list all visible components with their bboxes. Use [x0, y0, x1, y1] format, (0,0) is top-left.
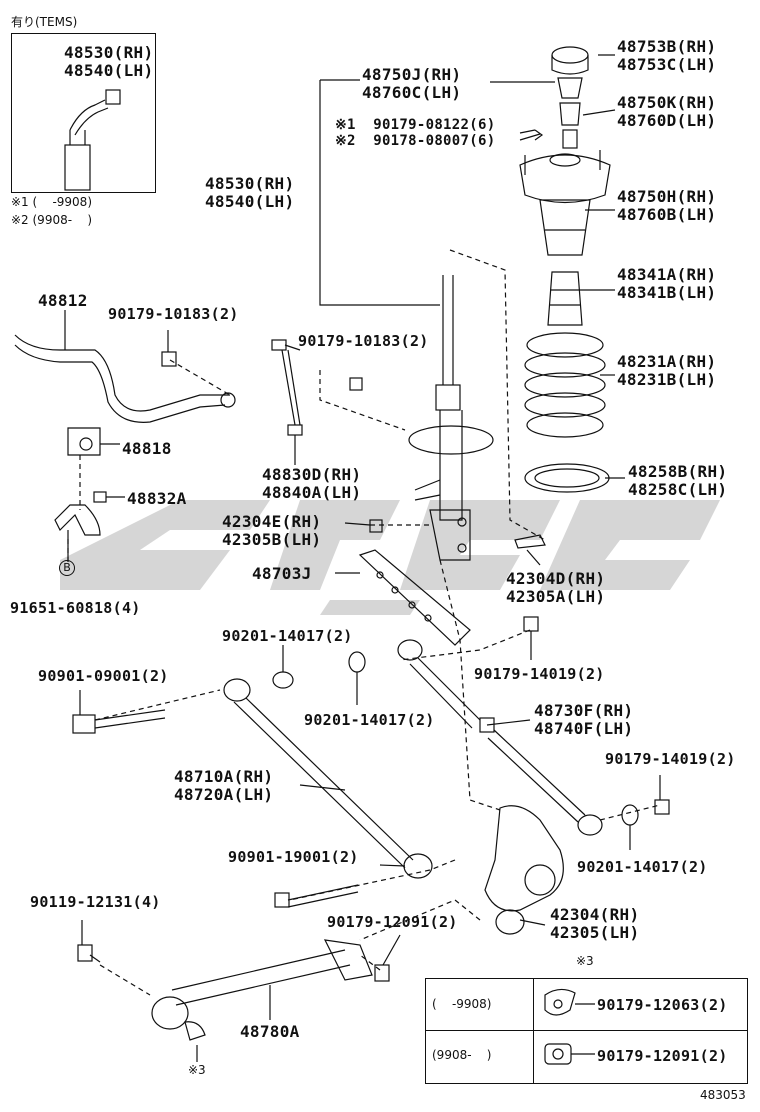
label-48231b: 48231B(LH): [617, 370, 717, 389]
label-48710a: 48710A(RH): [174, 767, 274, 786]
variant-table-vdivider: [533, 978, 535, 1084]
label-48830d: 48830D(RH): [262, 465, 362, 484]
label-48750k: 48750K(RH): [617, 93, 717, 112]
inset-note-1: ※1 ( -9908): [11, 195, 92, 209]
label-48231a: 48231A(RH): [617, 352, 717, 371]
label-91651: 91651-60818(4): [10, 599, 141, 617]
label-48818: 48818: [122, 439, 172, 458]
label-42305a: 42305A(LH): [506, 587, 606, 606]
label-90901-09001: 90901-09001(2): [38, 667, 169, 685]
inset-note-2: ※2 (9908- ): [11, 213, 92, 227]
label-48760d: 48760D(LH): [617, 111, 717, 130]
note-3-mark: ※3: [576, 954, 594, 968]
label-48740f: 48740F(LH): [534, 719, 634, 738]
label-42304d: 42304D(RH): [506, 569, 606, 588]
note-3-bottom: ※3: [188, 1063, 206, 1077]
label-48753: 48753B(RH): [617, 37, 717, 56]
bolt-b-marker: B: [59, 560, 75, 576]
variant-table-hdivider: [425, 1030, 748, 1032]
label-48341a: 48341A(RH): [617, 265, 717, 284]
variant-row-1-range: ( -9908): [432, 997, 492, 1011]
label-90179-10183-a: 90179-10183(2): [108, 305, 239, 323]
label-48812: 48812: [38, 291, 88, 310]
label-48753-lh: 48753C(LH): [617, 55, 717, 74]
diagram-id: 483053: [700, 1088, 746, 1102]
line-art: [14, 46, 670, 1062]
label-90201-c: 90201-14017(2): [577, 858, 708, 876]
label-48530: 48530(RH): [205, 174, 295, 193]
variant-row-1-part: 90179-12063(2): [597, 996, 728, 1014]
label-48760b: 48760B(LH): [617, 205, 717, 224]
inset-title: 有り(TEMS): [11, 15, 78, 29]
label-90201-a: 90201-14017(2): [222, 627, 353, 645]
label-90179-10183-b: 90179-10183(2): [298, 332, 429, 350]
label-42305b: 42305B(LH): [222, 530, 322, 549]
label-90179-14019-b: 90179-14019(2): [605, 750, 736, 768]
variant-row-2-range: (9908- ): [432, 1048, 492, 1062]
label-48258c: 48258C(LH): [628, 480, 728, 499]
label-48750j: 48750J(RH): [362, 65, 462, 84]
inset-part-lh: 48540(LH): [64, 61, 154, 80]
variant-row-2-part: 90179-12091(2): [597, 1047, 728, 1065]
label-nut-2: ※2 90178-08007(6): [335, 133, 496, 149]
label-48703j: 48703J: [252, 564, 312, 583]
label-42304e: 42304E(RH): [222, 512, 322, 531]
label-90119: 90119-12131(4): [30, 893, 161, 911]
label-48341b: 48341B(LH): [617, 283, 717, 302]
label-42305: 42305(LH): [550, 923, 640, 942]
label-48540: 48540(LH): [205, 192, 295, 211]
label-48730f: 48730F(RH): [534, 701, 634, 720]
watermark-logo: [60, 500, 720, 615]
label-48760c: 48760C(LH): [362, 83, 462, 102]
label-48832a: 48832A: [127, 489, 187, 508]
inset-part-rh: 48530(RH): [64, 43, 154, 62]
label-48258b: 48258B(RH): [628, 462, 728, 481]
label-90201-b: 90201-14017(2): [304, 711, 435, 729]
inset-box: [11, 33, 156, 193]
label-90901-19001: 90901-19001(2): [228, 848, 359, 866]
label-nut-1: ※1 90179-08122(6): [335, 117, 496, 133]
label-90179-12091: 90179-12091(2): [327, 913, 458, 931]
label-90179-14019-a: 90179-14019(2): [474, 665, 605, 683]
bolt-b-letter: B: [63, 561, 71, 574]
label-48780a: 48780A: [240, 1022, 300, 1041]
label-48720a: 48720A(LH): [174, 785, 274, 804]
label-48840a: 48840A(LH): [262, 483, 362, 502]
label-48750h: 48750H(RH): [617, 187, 717, 206]
label-42304: 42304(RH): [550, 905, 640, 924]
